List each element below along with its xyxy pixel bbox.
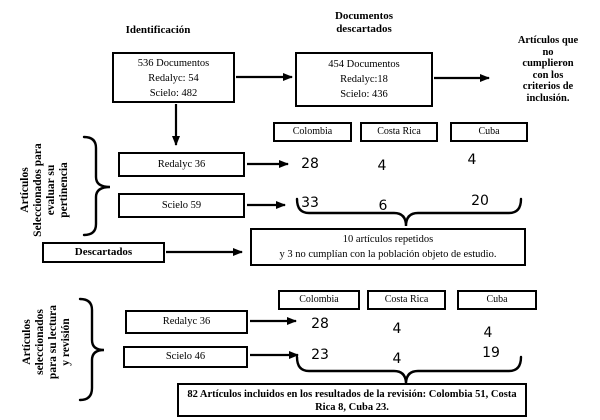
discarded-heading: Documentos descartados	[334, 10, 394, 35]
total-line: Redalyc: 54	[148, 73, 199, 84]
result-box: 82 Artículos incluidos en los resultados…	[177, 383, 527, 417]
side-label-line: y revisión	[60, 318, 72, 366]
discarded-reason-box: 10 artículos repetidos y 3 no cumplían c…	[250, 228, 526, 266]
stage1-scielo-box: Scielo 59	[118, 193, 245, 218]
total-line: 536 Documentos	[137, 58, 210, 69]
stage2-value-scielo-cuba: 19	[482, 345, 500, 361]
total-documents-box: 536 Documentos Redalyc: 54 Scielo: 482	[112, 52, 235, 103]
descartados-box: Descartados	[42, 242, 165, 263]
discarded-reason-line: 10 artículos repetidos	[342, 234, 434, 245]
stage1-column-costa-rica: Costa Rica	[360, 122, 438, 142]
stage2-value-scielo-costa-rica: 4	[392, 351, 402, 367]
stage2-column-cuba: Cuba	[457, 290, 537, 310]
stage2-value-redalyc-colombia: 28	[311, 316, 329, 332]
exclusion-note-line: cumplieron	[522, 58, 574, 69]
discarded-line: 454 Documentos	[328, 59, 400, 70]
identification-heading: Identificación	[125, 24, 191, 36]
stage2-value-redalyc-cuba: 4	[483, 325, 493, 341]
discarded-line: Redalyc:18	[340, 74, 388, 85]
stage1-column-colombia: Colombia	[273, 122, 352, 142]
exclusion-note: Artículos que no cumplieron con los crit…	[502, 35, 594, 104]
stage2-side-label: Artículos seleccionados para su lectura …	[21, 267, 75, 417]
side-label-line: Artículos	[19, 167, 31, 213]
stage1-value-redalyc-colombia: 28	[301, 156, 319, 172]
side-label-line: para su lectura	[47, 304, 59, 380]
exclusion-note-line: inclusión.	[526, 92, 570, 104]
stage2-scielo-box: Scielo 46	[123, 346, 248, 368]
side-label-line: Artículos	[21, 319, 33, 365]
stage1-redalyc-box: Redalyc 36	[118, 152, 245, 177]
stage1-group-brace	[82, 135, 111, 237]
stage2-column-costa-rica: Costa Rica	[367, 290, 446, 310]
stage2-column-colombia: Colombia	[278, 290, 360, 310]
stage1-column-cuba: Cuba	[450, 122, 528, 142]
exclusion-note-line: Artículos que	[517, 35, 579, 46]
discarded-documents-box: 454 Documentos Redalyc:18 Scielo: 436	[295, 52, 433, 107]
total-line: Scielo: 482	[149, 88, 198, 99]
stage1-value-redalyc-cuba: 4	[467, 152, 477, 168]
exclusion-note-line: no	[542, 46, 554, 58]
stage1-value-scielo-cuba: 20	[471, 193, 489, 209]
stage2-value-scielo-colombia: 23	[311, 347, 329, 363]
stage2-group-brace	[78, 297, 105, 402]
side-label-line: seleccionados	[34, 309, 46, 375]
discarded-reason-line: y 3 no cumplían con la población objeto …	[279, 249, 497, 260]
stage2-value-redalyc-costa-rica: 4	[392, 321, 402, 337]
stage1-value-scielo-costa-rica: 6	[378, 198, 388, 214]
exclusion-note-line: con los	[532, 69, 564, 81]
stage1-value-scielo-colombia: 33	[301, 195, 319, 211]
discarded-line: Scielo: 436	[340, 89, 388, 100]
stage2-redalyc-box: Redalyc 36	[125, 310, 248, 334]
stage1-value-redalyc-costa-rica: 4	[377, 158, 387, 174]
exclusion-note-line: criterios de	[522, 81, 574, 92]
stage1-values-underbrace	[295, 197, 523, 227]
